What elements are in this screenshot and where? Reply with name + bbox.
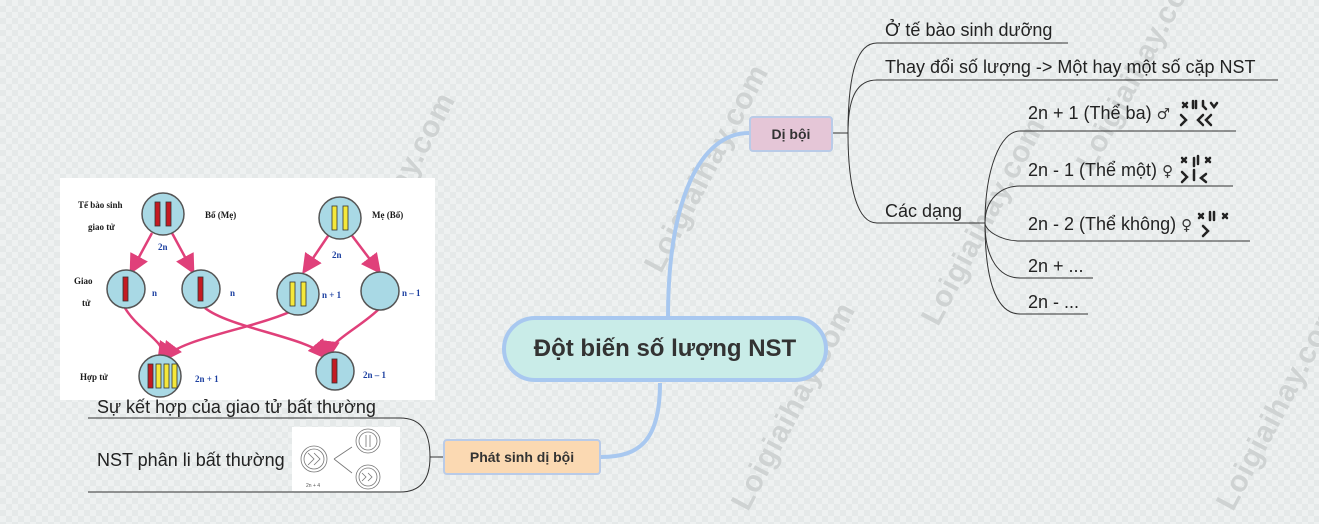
label-zygote-minus: 2n – 1 (363, 370, 387, 380)
chromosome-set-icon (1197, 210, 1229, 238)
chromosome (331, 205, 338, 231)
type-the-khong[interactable]: 2n - 2 (Thể không) ♀ (1028, 210, 1233, 240)
chromosome-set-icon (1179, 99, 1219, 127)
chromosome (197, 276, 204, 302)
branch-phat-sinh-di-boi[interactable]: Phát sinh dị bội (443, 439, 601, 475)
female-icon: ♀ (1162, 161, 1174, 180)
chromosome (122, 276, 129, 302)
leaf-cac-dang[interactable]: Các dạng (885, 201, 963, 221)
gamete-combination-figure: Tế bào sinh giao tử Bố (Mẹ) Mẹ (Bố) Giao… (60, 178, 435, 400)
nondisjunction-diagram: 2n + 4 (300, 428, 381, 490)
leaf-thay-doi-so-luong[interactable]: Thay đổi số lượng -> Một hay một số cặp … (885, 57, 1256, 77)
leaf-nst-phan-li[interactable]: NST phân li bất thường (97, 450, 285, 470)
type-2n-minus[interactable]: 2n - ... (1028, 292, 1080, 312)
label-gamete-line2: tử (82, 298, 91, 308)
leaf-ket-hop-giao-tu[interactable]: Sự kết hợp của giao tử bất thường (97, 397, 376, 417)
chromosome (165, 201, 172, 227)
male-icon: ♂ (1156, 104, 1171, 123)
chromosome (155, 363, 162, 389)
type-the-mot[interactable]: 2n - 1 (Thể một) ♀ (1028, 154, 1218, 188)
label-2n-right: 2n (332, 250, 342, 260)
type-label: 2n - 1 (Thể một) (1028, 159, 1158, 180)
label-n-2: n (230, 288, 235, 298)
chromosome (171, 363, 178, 389)
gamete-cell-n-minus-1 (360, 271, 400, 311)
label-germ-cell-line1: Tế bào sinh (78, 200, 123, 210)
chromosome (163, 363, 170, 389)
nondisjunction-figure: 2n + 4 (292, 427, 400, 491)
chromosome-set-icon (1180, 154, 1212, 184)
label-germ-cell-line2: giao tử (88, 222, 115, 232)
central-topic[interactable]: Đột biến số lượng NST (502, 316, 828, 382)
female-icon: ♀ (1181, 215, 1193, 234)
type-2n-plus[interactable]: 2n + ... (1028, 256, 1084, 276)
type-label: 2n + 1 (Thể ba) (1028, 102, 1152, 123)
chromosome (342, 205, 349, 231)
chromosome (289, 281, 296, 307)
type-label: 2n - 2 (Thể không) (1028, 213, 1177, 234)
gamete-cell-n-plus-1 (276, 272, 320, 316)
parent-cell-left (141, 192, 185, 236)
label-zygote-plus: 2n + 1 (195, 374, 219, 384)
leaf-te-bao-sinh-duong[interactable]: Ở tế bào sinh dưỡng (885, 20, 1053, 40)
chromosome (300, 281, 307, 307)
label-n-plus-1: n + 1 (322, 290, 342, 300)
gamete-diagram: Tế bào sinh giao tử Bố (Mẹ) Mẹ (Bố) Giao… (74, 192, 421, 398)
label-zygote: Hợp tử (80, 372, 108, 382)
chromosome (147, 363, 154, 389)
label-n-1: n (152, 288, 157, 298)
label-n-minus-1: n – 1 (402, 288, 421, 298)
label-2n-left: 2n (158, 242, 168, 252)
label-gamete-line1: Giao (74, 276, 93, 286)
type-the-ba[interactable]: 2n + 1 (Thể ba) ♂ (1028, 99, 1221, 129)
label-mother: Mẹ (Bố) (372, 210, 403, 220)
branch-di-boi[interactable]: Dị bội (749, 116, 833, 152)
chromosome (331, 358, 338, 384)
chromosome (154, 201, 161, 227)
label-father: Bố (Mẹ) (205, 210, 236, 220)
parent-cell-right (318, 196, 362, 240)
small-caption: 2n + 4 (306, 483, 320, 489)
